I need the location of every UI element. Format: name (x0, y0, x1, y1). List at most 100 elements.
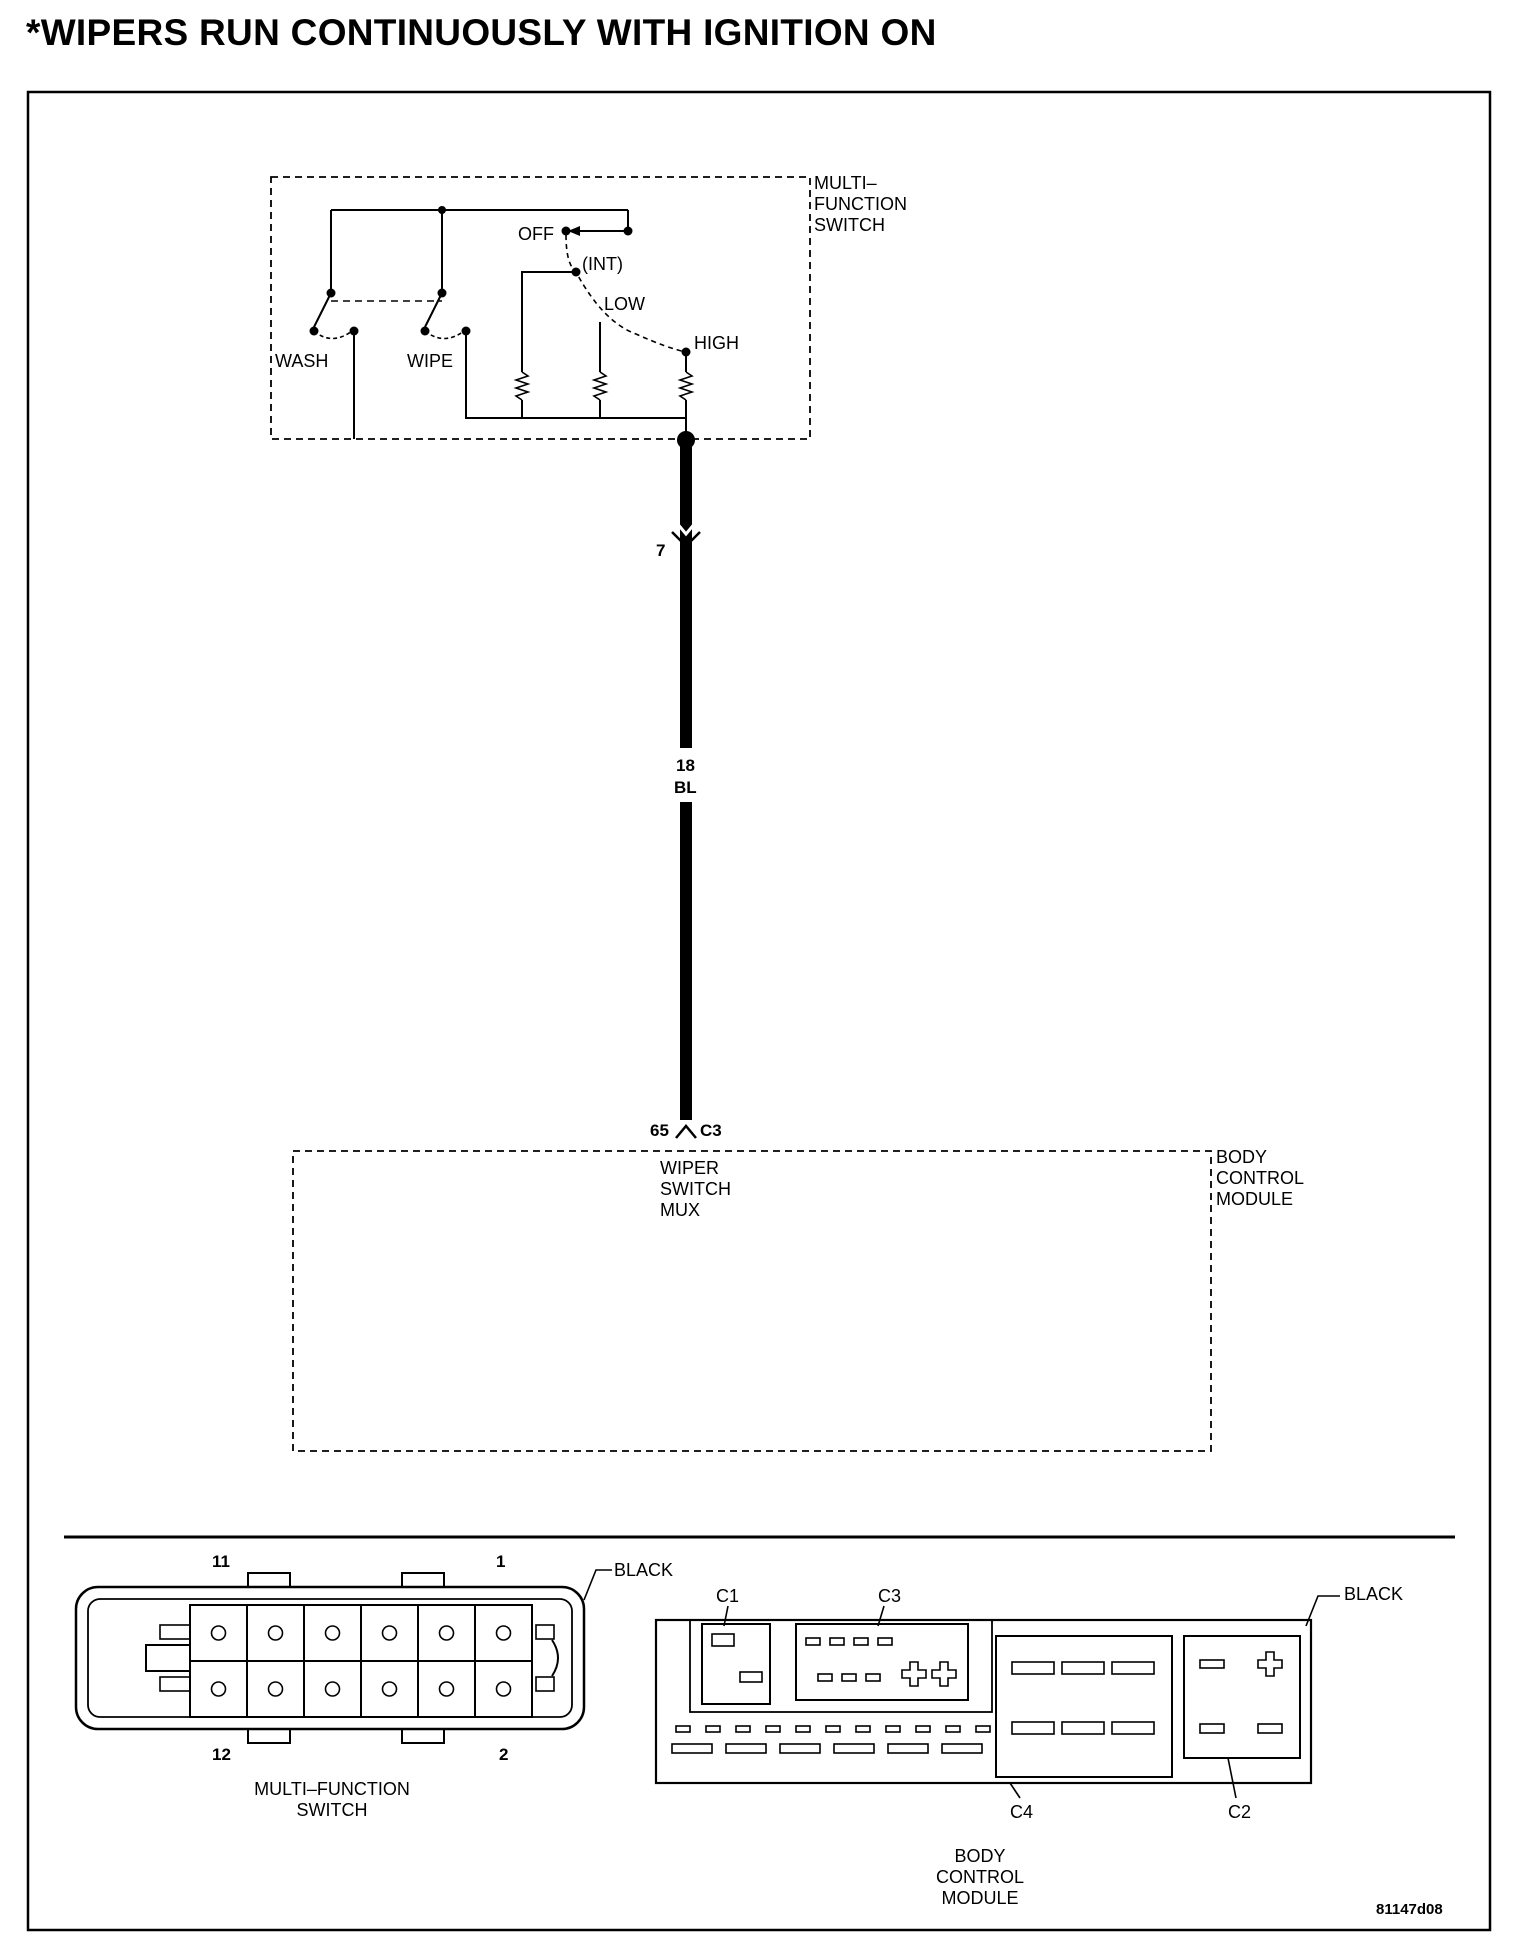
bcm-c3-slot (829, 1637, 845, 1646)
mfs-caption-line1: MULTI–FUNCTION (254, 1779, 410, 1799)
bcm-c3-slot (805, 1637, 821, 1646)
bcm-wide-slot (887, 1743, 929, 1754)
bcm-wide-slot (779, 1743, 821, 1754)
bcm-c4-slot (1111, 1661, 1155, 1675)
mfs-cavity-hole (324, 1681, 341, 1697)
mfs-cavity-hole (210, 1625, 227, 1641)
mfs-cavity (360, 1604, 419, 1662)
mfs-pin-12: 12 (212, 1745, 231, 1764)
bcm-caption-line3: MODULE (941, 1888, 1018, 1908)
bcm-wide-slot (725, 1743, 767, 1754)
bcm-circuit-line1: WIPER (660, 1158, 719, 1178)
bcm-small-slot (855, 1725, 871, 1733)
int-branch-wire (521, 271, 572, 372)
mfs-cavity (246, 1660, 305, 1718)
bcm-boundary (292, 1150, 1212, 1452)
bcm-pin-number: 65 (650, 1121, 669, 1140)
bcm-color-leader (1305, 1595, 1340, 1627)
selector-right-contact (623, 226, 633, 236)
switch-label-line2: FUNCTION (814, 194, 907, 214)
bcm-c2-label: C2 (1228, 1802, 1251, 1822)
mfs-cavity (189, 1604, 248, 1662)
position-int-label: (INT) (582, 254, 623, 274)
bcm-cavities (671, 1637, 1283, 1754)
bcm-label-line1: BODY (1216, 1147, 1267, 1167)
wipe-label: WIPE (407, 351, 453, 371)
switch-label-line3: SWITCH (814, 215, 885, 235)
bcm-c2-slot (1257, 1723, 1283, 1734)
speed-sweep-arc (565, 234, 687, 353)
bcm-caption-line1: BODY (954, 1846, 1005, 1866)
bcm-c3-slot (877, 1637, 893, 1646)
bcm-c4-slot (1061, 1721, 1105, 1735)
int-resistor (513, 371, 531, 401)
low-resistor (591, 371, 609, 401)
bcm-c1-label: C1 (716, 1586, 739, 1606)
mfs-cavity (189, 1660, 248, 1718)
bcm-c4-label: C4 (1010, 1802, 1033, 1822)
mfs-cavity-hole (324, 1625, 341, 1641)
wash-label: WASH (275, 351, 328, 371)
mfs-pin-2: 2 (499, 1745, 508, 1764)
bcm-c3-label: C3 (878, 1586, 901, 1606)
mfs-cavity (303, 1604, 362, 1662)
bcm-c4-slot (1011, 1721, 1055, 1735)
bcm-small-slot (675, 1725, 691, 1733)
high-resistor (677, 371, 695, 401)
bcm-c3-plus-cavity (901, 1661, 927, 1687)
mfs-cavity (474, 1604, 533, 1662)
mfs-cavity-hole (381, 1625, 398, 1641)
document-id: 81147d08 (1376, 1901, 1443, 1918)
wire-gauge: 18 (676, 756, 695, 775)
bcm-c2-plus-cavity (1257, 1651, 1283, 1677)
bcm-c2-slot (1199, 1659, 1225, 1669)
bcm-wide-slot (941, 1743, 983, 1754)
mfs-cavity (417, 1660, 476, 1718)
selector-arrow-head (568, 226, 580, 236)
bcm-connector-id: C3 (700, 1121, 722, 1140)
bcm-caption-line2: CONTROL (936, 1867, 1024, 1887)
multifunction-switch-schematic: MULTI– FUNCTION SWITCH WASH WIPE OFF (270, 173, 907, 449)
bcm-c4-block (995, 1635, 1173, 1778)
wash-swing-arc (313, 330, 353, 340)
mfs-color-leader (583, 1569, 612, 1601)
mfs-connector-view: 11 1 12 2 BLACK MULTI–FUNCTION SWITCH (74, 1552, 673, 1820)
pin-7-connector-mark (674, 521, 698, 537)
page-title: *WIPERS RUN CONTINUOUSLY WITH IGNITION O… (26, 12, 937, 53)
bcm-c4-slot (1061, 1661, 1105, 1675)
diagram-frame (26, 90, 1492, 1932)
bcm-c3-slot (853, 1637, 869, 1646)
bcm-small-slot (975, 1725, 991, 1733)
mfs-cavity-hole (438, 1681, 455, 1697)
bcm-connector-view: C1 C3 C4 C2 BLACK BODY CONTROL MODULE (654, 1584, 1403, 1908)
bcm-small-slot (705, 1725, 721, 1733)
bcm-small-slot (885, 1725, 901, 1733)
body-control-module-schematic: WIPER SWITCH MUX BODY CONTROL MODULE (292, 1147, 1304, 1452)
bcm-circuit-line2: SWITCH (660, 1179, 731, 1199)
bcm-label-line2: CONTROL (1216, 1168, 1304, 1188)
mfs-cavity-hole (210, 1681, 227, 1697)
mfs-cavity-hole (438, 1625, 455, 1641)
bcm-pin-mark (675, 1124, 697, 1139)
switch-pin-number: 7 (656, 541, 665, 560)
bcm-small-slot (795, 1725, 811, 1733)
mfs-cavity-grid (189, 1604, 533, 1718)
switch-label-line1: MULTI– (814, 173, 877, 193)
bcm-small-slot (735, 1725, 751, 1733)
bcm-c3-slot (841, 1673, 857, 1682)
bcm-c3-block (795, 1623, 969, 1701)
wire-color: BL (674, 778, 697, 797)
wash-blade (313, 292, 332, 328)
mfs-cavity-hole (267, 1625, 284, 1641)
mfs-pin-11: 11 (212, 1552, 230, 1571)
bcm-c2-block (1183, 1635, 1301, 1759)
bcm-circuit-line3: MUX (660, 1200, 700, 1220)
mfs-cavity (246, 1604, 305, 1662)
bcm-wide-slot (833, 1743, 875, 1754)
bcm-c3-plus-cavity (931, 1661, 957, 1687)
bcm-small-slot (825, 1725, 841, 1733)
mfs-connector-inner (87, 1598, 573, 1718)
mfs-cavity (303, 1660, 362, 1718)
mfs-cavity-hole (495, 1625, 512, 1641)
